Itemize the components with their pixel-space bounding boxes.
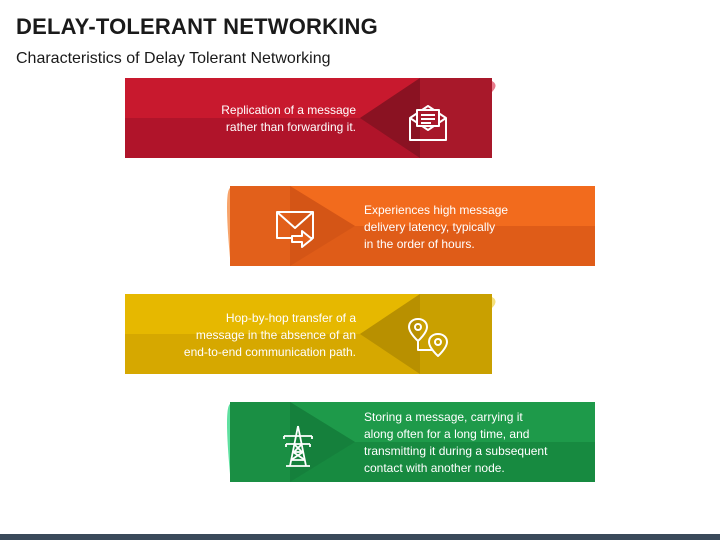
band-shape-2	[227, 186, 595, 266]
characteristic-item-1: Replication of a message rather than for…	[0, 70, 720, 170]
item-1-line-2: rather than forwarding it.	[225, 120, 356, 134]
item-2-line-3: in the order of hours.	[364, 237, 475, 251]
item-4-line-1: Storing a message, carrying it	[364, 410, 523, 424]
item-4-text: Storing a message, carrying it along oft…	[364, 409, 590, 477]
item-2-text: Experiences high message delivery latenc…	[364, 202, 584, 253]
band-shape-1	[125, 78, 496, 158]
characteristic-item-3: Hop-by-hop transfer of a message in the …	[0, 286, 720, 386]
envelope-forward-icon	[276, 211, 314, 248]
envelope-document-icon	[409, 105, 447, 141]
item-2-line-2: delivery latency, typically	[364, 220, 496, 234]
item-3-line-2: message in the absence of an	[195, 328, 356, 342]
band-shape-4	[227, 402, 595, 482]
item-2-line-1: Experiences high message	[364, 203, 509, 217]
footer-bar	[0, 534, 720, 540]
page-subtitle: Characteristics of Delay Tolerant Networ…	[16, 50, 331, 67]
item-1-line-1: Replication of a message	[221, 103, 356, 117]
transmission-tower-icon	[283, 425, 313, 467]
item-4-line-4: contact with another node.	[364, 461, 505, 475]
item-3-line-1: Hop-by-hop transfer of a	[225, 311, 356, 325]
item-3-line-3: end-to-end communication path.	[183, 345, 356, 359]
item-1-text: Replication of a message rather than for…	[150, 102, 356, 136]
location-route-icon	[408, 318, 448, 357]
characteristic-item-4: Storing a message, carrying it along oft…	[0, 394, 720, 494]
item-3-text: Hop-by-hop transfer of a message in the …	[140, 310, 356, 361]
page-title: DELAY-TOLERANT NETWORKING	[16, 14, 378, 39]
item-4-line-2: along often for a long time, and	[364, 427, 530, 441]
characteristic-item-2: Experiences high message delivery latenc…	[0, 178, 720, 278]
item-4-line-3: transmitting it during a subsequent	[364, 444, 548, 458]
band-shape-3	[125, 294, 496, 374]
